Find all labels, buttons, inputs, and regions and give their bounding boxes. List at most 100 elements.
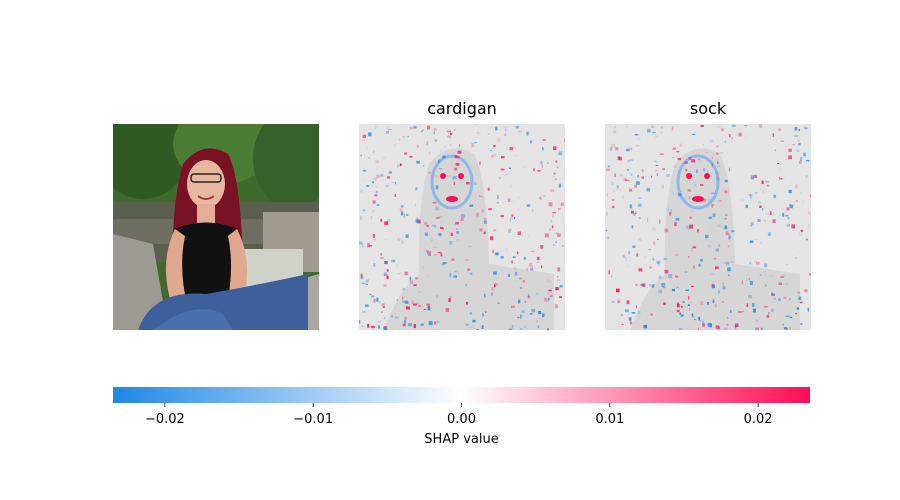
heatmap-cell [728,233,730,235]
panel-title-sock: sock [689,99,727,118]
heatmap-cell [407,135,409,138]
heatmap-cell [673,125,675,129]
heatmap-cell [724,218,727,220]
heatmap-cell [652,258,655,261]
heatmap-cell [785,283,788,285]
heatmap-cell [449,241,453,245]
heatmap-cell [768,312,770,314]
heatmap-cell [799,232,803,236]
heatmap-cell [710,240,712,243]
heatmap-cell [474,124,478,126]
heatmap-cell [634,212,637,215]
heatmap-cell [750,225,752,227]
heatmap-cell [690,250,694,252]
heatmap-cell [674,222,677,227]
heatmap-cell [551,225,554,229]
heatmap-cell [557,208,561,210]
heatmap-cell [646,187,651,192]
heatmap-cell [560,202,565,206]
heatmap-cell [672,191,674,196]
heatmap-cell [471,143,475,148]
heatmap-cell [759,124,763,128]
heatmap-cell [650,313,653,316]
heatmap-cell [754,260,757,263]
heatmap-cell [484,311,487,313]
heatmap-cell [365,283,368,285]
heatmap-cell [641,168,644,172]
heatmap-cell [540,160,543,165]
heatmap-cell [637,203,642,207]
heatmap-cell [622,254,626,258]
heatmap-cell [456,231,459,234]
heatmap-cell [807,307,810,312]
heatmap-cell [437,251,442,254]
heatmap-cell [404,152,408,155]
heatmap-cell [729,310,732,313]
heatmap-cell [632,245,636,248]
heatmap-cell [523,256,527,260]
heatmap-cell [359,320,361,324]
heatmap-cell [626,169,629,171]
heatmap-cell [394,316,399,319]
heatmap-cell [427,125,430,130]
heatmap-cell [770,308,775,312]
heatmap-cell [779,177,781,180]
heatmap-cell [381,303,385,307]
heatmap-cell [500,168,505,171]
heatmap-cell [519,328,523,330]
heatmap-cell [720,152,724,154]
heatmap-cell [764,219,766,222]
heatmap-cell [778,282,783,285]
heatmap-cell [728,235,731,240]
heatmap-cell [698,263,701,267]
heatmap-cell [799,301,803,304]
heatmap-cell [754,191,758,194]
heatmap-cell [383,272,387,275]
heatmap-cell [424,232,428,237]
heatmap-cell [371,181,374,184]
heatmap-cell [808,273,811,276]
heatmap-cell [373,177,377,181]
heatmap-cell [605,229,608,232]
heatmap-cell [360,155,362,157]
heatmap-cell [396,264,398,268]
heatmap-cell [611,275,613,278]
heatmap-cell [748,277,750,281]
heatmap-cell [788,189,792,194]
heatmap-cell [655,135,658,138]
heatmap-cell [372,200,376,204]
heatmap-cell [504,248,508,251]
heatmap-cell [365,304,369,307]
heatmap-cell [652,131,656,134]
heatmap-cell [449,273,452,277]
heatmap-cell [709,226,713,228]
heatmap-cell [474,182,477,185]
heatmap-cell [621,323,624,325]
heatmap-cell [527,295,530,299]
heatmap-sock-canvas [605,124,811,330]
heatmap-cell [621,195,625,199]
heatmap-cell [741,280,743,285]
heatmap-cell [515,125,519,129]
heatmap-cell [425,250,429,252]
heatmap-cell [643,324,648,329]
heatmap-cell [628,188,633,192]
heatmap-cell [705,151,709,153]
heatmap-cell [433,131,435,135]
heatmap-cell [628,251,631,255]
heatmap-cell [509,217,514,221]
heatmap-cell [786,207,790,211]
heatmap-cell [702,323,706,327]
heatmap-cell [808,211,811,215]
heatmap-cell [376,167,379,171]
heatmap-cell [793,202,796,206]
heatmap-cell [552,212,556,214]
heatmap-cell [541,164,543,169]
heatmap-cell [761,208,764,211]
heatmap-cell [698,316,701,321]
heatmap-cell [380,253,382,256]
heatmap-cell [479,195,481,197]
heatmap-cell [677,157,682,161]
heatmap-cell [636,253,639,257]
heatmap-cell [666,207,670,212]
